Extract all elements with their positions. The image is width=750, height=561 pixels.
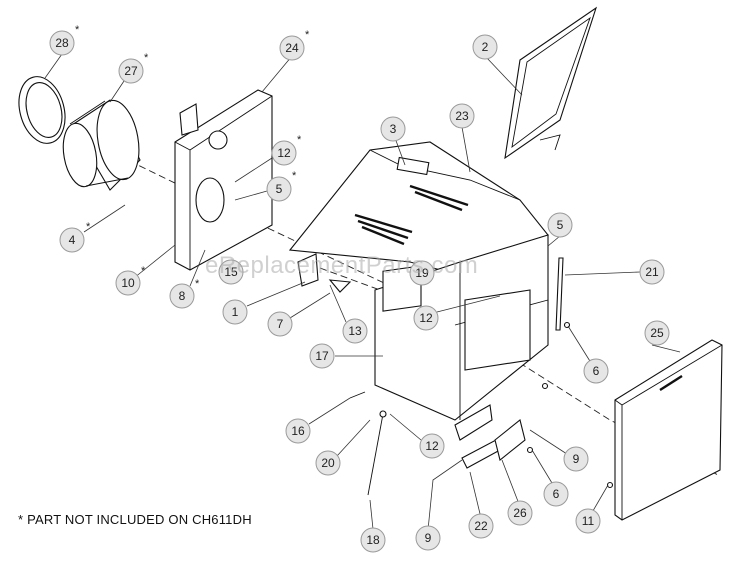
callout-label: 10 — [121, 276, 135, 290]
callout-label: 27 — [124, 64, 138, 78]
callout-label: 18 — [366, 533, 380, 547]
footnote-text: * PART NOT INCLUDED ON CH611DH — [18, 512, 252, 527]
callout-13: 13 — [342, 318, 368, 344]
svg-text:*: * — [292, 170, 297, 182]
callout-label: 7 — [277, 317, 284, 331]
part-2-glass-panel — [504, 6, 598, 160]
svg-text:*: * — [297, 134, 302, 146]
callout-label: 26 — [513, 506, 527, 520]
callout-label: 25 — [650, 326, 664, 340]
part-23-top-cover — [288, 141, 549, 276]
callout-5-left: 5* — [266, 170, 297, 202]
svg-text:*: * — [75, 24, 80, 36]
callout-label: 11 — [582, 514, 595, 528]
callout-label: 24 — [285, 41, 299, 55]
callout-label: 23 — [455, 109, 469, 123]
callout-label: 16 — [291, 424, 305, 438]
callout-label: 28 — [55, 36, 69, 50]
svg-text:*: * — [305, 29, 310, 41]
callout-label: 5 — [557, 218, 564, 232]
leader-lines — [44, 53, 681, 531]
callout-label: 4 — [69, 233, 76, 247]
callout-label: 3 — [390, 122, 397, 136]
callout-label: 20 — [321, 456, 335, 470]
callout-11: 11 — [575, 508, 601, 534]
callout-label: 15 — [224, 265, 238, 279]
callout-27: 27 * — [118, 52, 149, 84]
callout-24: 24 * — [279, 29, 310, 61]
callout-16: 16 — [285, 418, 311, 444]
callout-7: 7 — [267, 311, 293, 337]
callout-18: 18 — [360, 527, 386, 553]
callout-19: 19 — [409, 260, 435, 286]
svg-text:*: * — [86, 221, 91, 233]
callout-17: 17 — [309, 343, 335, 369]
callout-label: 6 — [553, 487, 560, 501]
svg-text:*: * — [195, 278, 200, 290]
part-27-cylinder — [62, 99, 141, 191]
callout-4: 4* — [59, 221, 91, 253]
svg-text:*: * — [141, 265, 146, 277]
callout-1: 1 — [222, 299, 248, 325]
callout-label: 6 — [593, 364, 600, 378]
callout-label: 5 — [276, 182, 283, 196]
callout-label: 8 — [179, 289, 186, 303]
callout-6-bottom: 6 — [543, 481, 569, 507]
callout-25: 25 — [644, 320, 670, 346]
callout-label: 1 — [232, 305, 239, 319]
callout-5-right: 5 — [547, 212, 573, 238]
callout-label: 13 — [348, 324, 362, 338]
watermark-text: eReplacementParts.com — [205, 252, 479, 279]
callout-label: 12 — [277, 146, 291, 160]
svg-text:*: * — [144, 52, 149, 64]
callout-12-top: 12 * — [271, 134, 302, 166]
callout-label: 12 — [425, 439, 439, 453]
callout-22: 22 — [468, 513, 494, 539]
callout-label: 2 — [482, 40, 489, 54]
callout-20: 20 — [315, 450, 341, 476]
callout-21: 21 — [639, 259, 665, 285]
part-25-side-panel — [614, 339, 723, 521]
callout-28: 28 * — [49, 24, 80, 56]
callout-2: 2 — [472, 34, 498, 60]
part-28-ring — [18, 76, 66, 144]
part-21-rod — [555, 257, 564, 331]
part-24-back-plate — [174, 89, 273, 271]
small-parts — [297, 253, 614, 496]
callout-15: 15 — [218, 259, 244, 285]
callout-label: 9 — [425, 531, 432, 545]
callout-label: 19 — [415, 266, 429, 280]
callout-12-bottom: 12 — [419, 433, 445, 459]
callout-label: 22 — [474, 519, 488, 533]
callout-label: 17 — [315, 349, 329, 363]
callout-label: 12 — [419, 311, 433, 325]
callout-8: 8* — [169, 278, 200, 309]
callout-9-bottom: 9 — [415, 525, 441, 551]
callout-26: 26 — [507, 500, 533, 526]
callout-12-mid: 12 — [413, 305, 439, 331]
callout-label: 21 — [645, 265, 659, 279]
callout-label: 9 — [573, 452, 580, 466]
callout-23: 23 — [449, 103, 475, 129]
callout-3: 3 — [380, 116, 406, 142]
callout-6-right: 6 — [583, 358, 609, 384]
callout-9-right: 9 — [563, 446, 589, 472]
callout-10: 10 * — [115, 265, 146, 296]
